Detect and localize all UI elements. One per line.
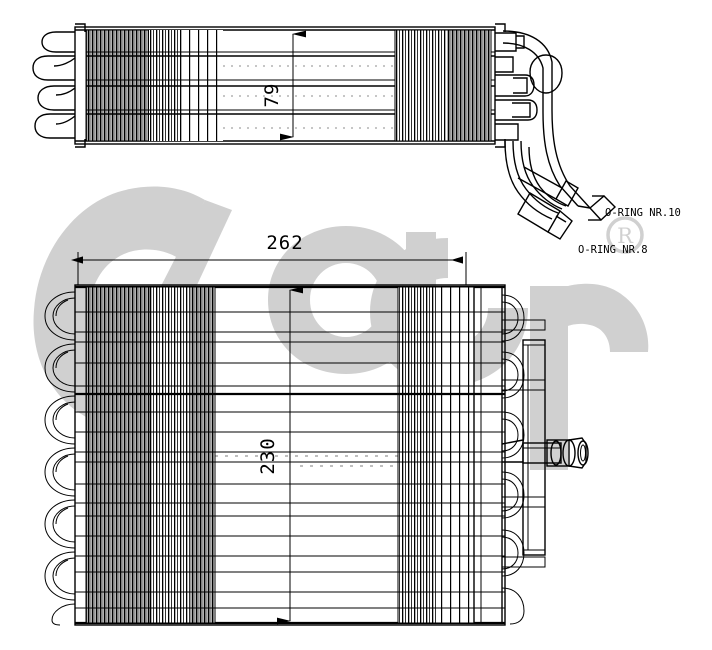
- dimension-label-79: 79: [261, 83, 283, 108]
- dimension-262: 262: [71, 232, 467, 285]
- registered-trademark-symbol: R: [606, 216, 644, 254]
- outlet-pipe-assembly: [502, 30, 617, 240]
- dimension-label-230: 230: [257, 437, 279, 474]
- main-view-left-return-bends: [44, 291, 76, 626]
- dimension-label-262: 262: [266, 232, 303, 254]
- annotation-oring-10: O-RING NR.10: [605, 207, 681, 219]
- main-view: 262: [44, 232, 589, 626]
- dimension-230: 230: [257, 286, 303, 625]
- annotation-label-oring-8: O-RING NR.8: [578, 244, 648, 256]
- top-view-left-return-bends: [32, 31, 76, 139]
- dimension-79: 79: [261, 30, 306, 141]
- top-view: 79: [32, 23, 617, 240]
- outlet-fitting: [501, 437, 589, 469]
- top-view-right-connectors: [495, 32, 538, 141]
- annotation-oring-8: O-RING NR.8: [578, 244, 648, 256]
- annotation-label-oring-10: O-RING NR.10: [605, 207, 681, 219]
- svg-text:R: R: [617, 224, 634, 248]
